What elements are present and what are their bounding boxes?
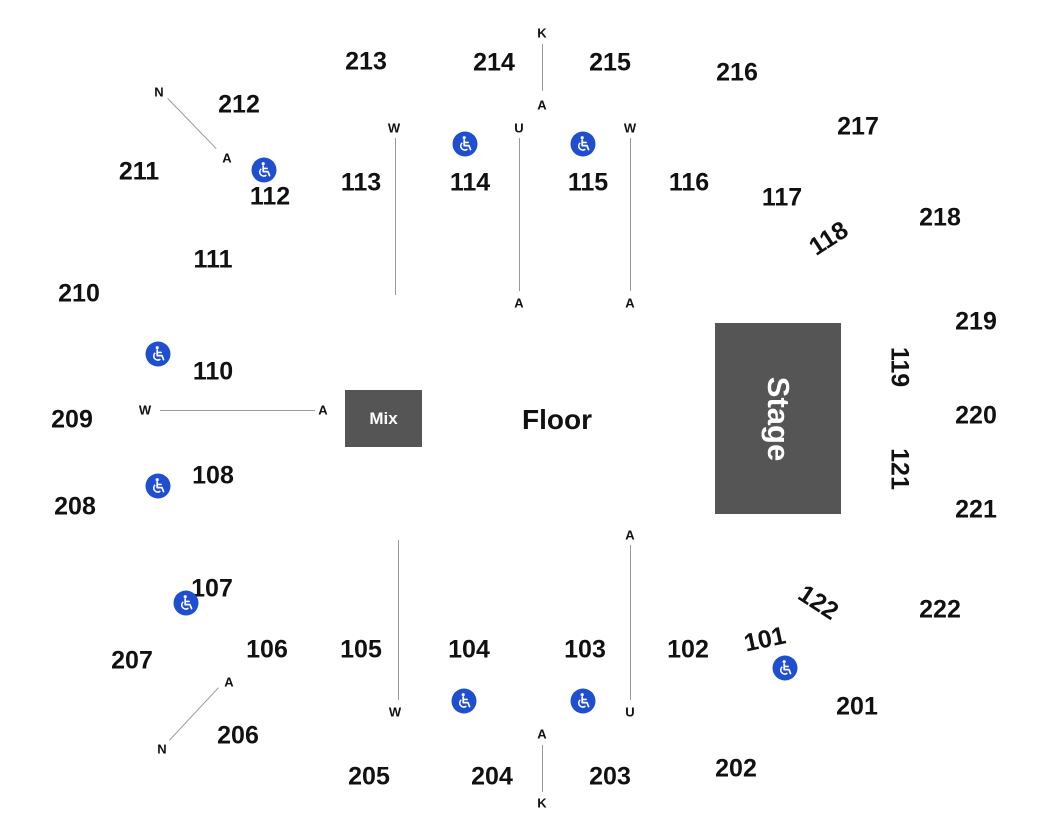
- aisle-line: [395, 138, 396, 295]
- section-215[interactable]: 215: [589, 48, 631, 77]
- section-210[interactable]: 210: [58, 279, 100, 308]
- wheelchair-icon[interactable]: [145, 341, 171, 367]
- section-201[interactable]: 201: [836, 692, 878, 721]
- section-217[interactable]: 217: [837, 112, 879, 141]
- wheelchair-icon[interactable]: [452, 131, 478, 157]
- row-label-a: A: [318, 402, 328, 418]
- section-204[interactable]: 204: [471, 762, 513, 791]
- section-216[interactable]: 216: [716, 58, 758, 87]
- aisle-line: [542, 44, 543, 91]
- section-119[interactable]: 119: [885, 346, 914, 388]
- aisle-line: [542, 745, 543, 792]
- row-label-a: A: [625, 295, 635, 311]
- mix-label: Mix: [369, 408, 398, 428]
- section-202[interactable]: 202: [715, 754, 757, 783]
- row-label-k: K: [537, 795, 547, 811]
- section-111[interactable]: 111: [193, 245, 233, 274]
- aisle-line: [630, 545, 631, 700]
- section-209[interactable]: 209: [51, 405, 93, 434]
- row-label-u: U: [514, 120, 524, 136]
- section-113[interactable]: 113: [340, 168, 382, 197]
- section-118[interactable]: 118: [804, 215, 854, 262]
- section-102[interactable]: 102: [667, 635, 709, 664]
- section-106[interactable]: 106: [246, 635, 288, 664]
- row-label-w: W: [623, 120, 637, 136]
- section-214[interactable]: 214: [473, 48, 515, 77]
- section-107[interactable]: 107: [191, 574, 233, 603]
- section-101[interactable]: 101: [741, 621, 789, 658]
- section-207[interactable]: 207: [111, 646, 153, 675]
- section-121[interactable]: 121: [885, 448, 914, 490]
- mix-booth[interactable]: Mix: [345, 390, 422, 447]
- section-205[interactable]: 205: [348, 762, 390, 791]
- section-206[interactable]: 206: [217, 721, 259, 750]
- aisle-line: [169, 687, 219, 741]
- aisle-line: [167, 98, 217, 150]
- aisle-line: [398, 540, 399, 700]
- row-label-k: K: [537, 25, 547, 41]
- section-112[interactable]: 112: [249, 182, 291, 211]
- row-label-n: N: [154, 84, 164, 100]
- section-115[interactable]: 115: [567, 168, 609, 197]
- section-116[interactable]: 116: [668, 168, 710, 197]
- section-104[interactable]: 104: [448, 635, 490, 664]
- section-114[interactable]: 114: [449, 168, 491, 197]
- row-label-a: A: [514, 295, 524, 311]
- row-label-a: A: [537, 726, 547, 742]
- section-122[interactable]: 122: [793, 579, 844, 626]
- row-label-a: A: [222, 150, 232, 166]
- row-label-w: W: [138, 402, 152, 418]
- wheelchair-icon[interactable]: [173, 590, 199, 616]
- wheelchair-icon[interactable]: [251, 157, 277, 183]
- section-212[interactable]: 212: [218, 90, 260, 119]
- section-117[interactable]: 117: [761, 183, 803, 212]
- wheelchair-icon[interactable]: [570, 131, 596, 157]
- row-label-u: U: [625, 704, 635, 720]
- aisle-line: [519, 138, 520, 291]
- floor-section[interactable]: Floor: [522, 404, 592, 435]
- section-220[interactable]: 220: [955, 401, 997, 430]
- section-211[interactable]: 211: [118, 157, 160, 186]
- row-label-a: A: [625, 527, 635, 543]
- row-label-w: W: [387, 120, 401, 136]
- section-222[interactable]: 222: [919, 595, 961, 624]
- aisle-line: [160, 410, 315, 411]
- section-221[interactable]: 221: [955, 495, 997, 524]
- section-103[interactable]: 103: [564, 635, 606, 664]
- stage[interactable]: Stage: [715, 323, 841, 514]
- stage-label: Stage: [760, 376, 796, 461]
- section-213[interactable]: 213: [345, 47, 387, 76]
- section-218[interactable]: 218: [919, 203, 961, 232]
- section-208[interactable]: 208: [54, 492, 96, 521]
- section-108[interactable]: 108: [192, 461, 234, 490]
- section-110[interactable]: 110: [192, 357, 234, 386]
- row-label-a: A: [224, 674, 234, 690]
- wheelchair-icon[interactable]: [570, 688, 596, 714]
- aisle-line: [630, 138, 631, 291]
- wheelchair-icon[interactable]: [451, 688, 477, 714]
- wheelchair-icon[interactable]: [772, 655, 798, 681]
- row-label-a: A: [537, 97, 547, 113]
- section-105[interactable]: 105: [340, 635, 382, 664]
- row-label-w: W: [388, 704, 402, 720]
- section-219[interactable]: 219: [955, 307, 997, 336]
- wheelchair-icon[interactable]: [145, 473, 171, 499]
- row-label-n: N: [157, 741, 167, 757]
- section-203[interactable]: 203: [589, 762, 631, 791]
